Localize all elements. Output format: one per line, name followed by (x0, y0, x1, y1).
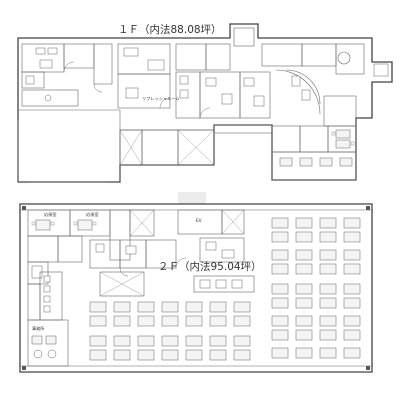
first-floor-title: １Ｆ（内法88.08坪） (118, 23, 222, 36)
desk-cluster-lower-right (271, 283, 361, 359)
second-floor-outer-wall (19, 203, 373, 373)
reception-curve (275, 69, 321, 115)
room-label-reception-left: 応接室 (44, 211, 57, 218)
watermark (178, 192, 206, 204)
room-label-reception-right: 応接室 (86, 211, 99, 218)
room-label-office: 事務所 (32, 325, 45, 332)
desk-cluster-center (89, 301, 251, 361)
second-floor: 応接室 応接室 事務所 EV (19, 203, 373, 373)
room-label-ev: EV (196, 218, 202, 223)
second-floor-title: ２Ｆ（内法95.04坪） (158, 260, 262, 273)
room-label-refresh: リフレッシュルーム (142, 96, 180, 101)
first-floor: １Ｆ（内法88.08坪） リフレッシュルーム (17, 23, 393, 183)
desk-cluster-upper-right (271, 217, 361, 275)
